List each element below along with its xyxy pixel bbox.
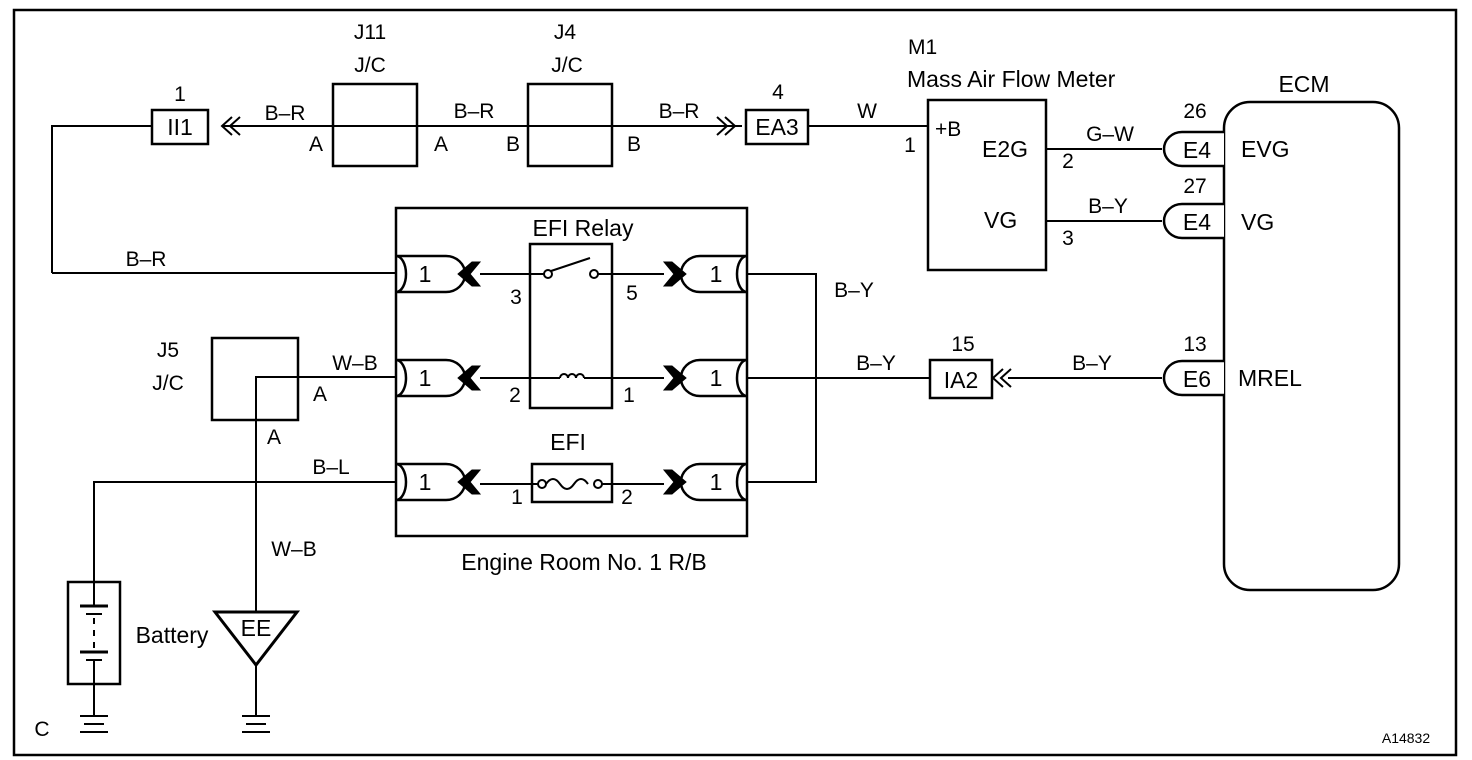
m1-vg: VG	[984, 207, 1017, 233]
m1-title: Mass Air Flow Meter	[907, 66, 1116, 92]
wire-label-br-4: B–R	[126, 248, 167, 271]
m1-pin-2: 2	[1062, 150, 1074, 173]
connector-e4-evg-label: E4	[1183, 137, 1211, 163]
rb-left-pin-3: 1	[419, 469, 432, 495]
connector-ea3-label: EA3	[755, 114, 798, 140]
efi-relay-pin-3: 3	[510, 286, 522, 309]
efi-fuse: EFI 1 2	[480, 429, 664, 509]
rb-right-pin-2: 1	[710, 365, 723, 391]
wire-label-w: W	[857, 100, 877, 123]
top-harness	[51, 116, 928, 273]
connector-e4-evg: E4 26	[1162, 100, 1224, 168]
wire-label-by-3: B–Y	[1072, 352, 1112, 375]
m1-e2g: E2G	[982, 136, 1028, 162]
connector-ii1-label: II1	[167, 114, 193, 140]
mass-air-flow-meter: M1 Mass Air Flow Meter +B E2G VG	[907, 36, 1116, 272]
junction-j4-name: J4	[554, 21, 577, 44]
rb-right-terminals: 1 1 1	[662, 254, 748, 502]
wire-label-by-1: B–Y	[834, 279, 874, 302]
ecm-vg: VG	[1241, 209, 1274, 235]
rb-right-pin-1: 1	[710, 261, 723, 287]
relay-block-title: Engine Room No. 1 R/B	[461, 549, 706, 575]
rb-left-pin-2: 1	[419, 365, 432, 391]
m1-plus-b: +B	[935, 118, 961, 141]
junction-j4-pin-b-left: B	[506, 133, 520, 156]
connector-ia2-label: IA2	[944, 367, 979, 393]
efi-relay-pin-1: 1	[623, 384, 635, 407]
junction-j5-type: J/C	[152, 372, 184, 395]
efi-fuse-pin-2: 2	[621, 486, 633, 509]
battery: Battery	[66, 580, 209, 733]
m1-pin-1: 1	[904, 134, 916, 157]
connector-e6-pin: 13	[1183, 333, 1206, 356]
corner-label-c: C	[34, 718, 49, 741]
efi-relay-pin-2: 2	[509, 384, 521, 407]
connector-ia2: IA2 15	[928, 333, 1012, 400]
connector-e4-evg-pin: 26	[1183, 100, 1206, 123]
efi-relay: EFI Relay 3 5 2 1	[480, 215, 664, 410]
connector-e6: E6 13	[1162, 333, 1224, 397]
wire-label-bl: B–L	[312, 456, 349, 479]
m1-name: M1	[908, 36, 937, 59]
junction-j5-pin-a-bottom: A	[267, 426, 281, 449]
junction-j5: J5 J/C A A	[152, 336, 396, 449]
connector-ii1: II1 1	[150, 83, 210, 146]
wire-label-by-2: B–Y	[856, 352, 896, 375]
wire-label-br-2: B–R	[454, 100, 495, 123]
ecm: ECM EVG VG MREL	[1222, 71, 1401, 592]
junction-j11-pin-a-right: A	[434, 133, 448, 156]
wire-label-br-1: B–R	[265, 102, 306, 125]
connector-ii1-pin: 1	[174, 83, 186, 106]
efi-fuse-label: EFI	[550, 429, 586, 455]
connector-e4-vg-pin: 27	[1183, 175, 1206, 198]
junction-j4-type: J/C	[551, 54, 583, 77]
battery-label: Battery	[136, 622, 209, 648]
junction-j11-type: J/C	[354, 54, 386, 77]
junction-j11-pin-a-left: A	[309, 133, 323, 156]
wire-label-br-3: B–R	[659, 100, 700, 123]
junction-j4-pin-b-right: B	[627, 133, 641, 156]
connector-e4-vg: E4 27	[1162, 175, 1224, 240]
rb-left-pin-1: 1	[419, 261, 432, 287]
junction-j5-name: J5	[157, 339, 179, 362]
junction-j4: J4 J/C B B	[506, 21, 641, 168]
junction-j11-name: J11	[354, 21, 386, 44]
connector-e6-label: E6	[1183, 366, 1211, 392]
connector-e4-vg-label: E4	[1183, 209, 1211, 235]
ground-ee-label: EE	[241, 615, 272, 641]
ecm-mrel: MREL	[1238, 365, 1302, 391]
figure-code: A14832	[1382, 730, 1430, 746]
m1-pin-3: 3	[1062, 227, 1074, 250]
rb-right-pin-3: 1	[710, 469, 723, 495]
ground-ee: EE	[211, 610, 301, 733]
wire-label-wb-1: W–B	[332, 352, 378, 375]
rb-left-terminals: 1 1 1	[395, 254, 482, 502]
wire-label-wb-2: W–B	[271, 538, 317, 561]
efi-relay-pin-5: 5	[626, 282, 638, 305]
wire-label-gw: G–W	[1086, 123, 1134, 146]
junction-j11: J11 J/C A A	[309, 21, 448, 168]
efi-relay-label: EFI Relay	[533, 215, 634, 241]
connector-ea3: EA3 4	[744, 81, 810, 146]
diagram-frame	[12, 8, 1458, 757]
connector-ia2-pin: 15	[951, 333, 974, 356]
wire-label-by-ecm-vg: B–Y	[1088, 195, 1128, 218]
ecm-name: ECM	[1278, 71, 1329, 97]
ecm-evg: EVG	[1241, 136, 1290, 162]
connector-ea3-pin: 4	[772, 81, 784, 104]
efi-fuse-pin-1: 1	[511, 486, 523, 509]
junction-j5-pin-a-right: A	[313, 383, 327, 406]
